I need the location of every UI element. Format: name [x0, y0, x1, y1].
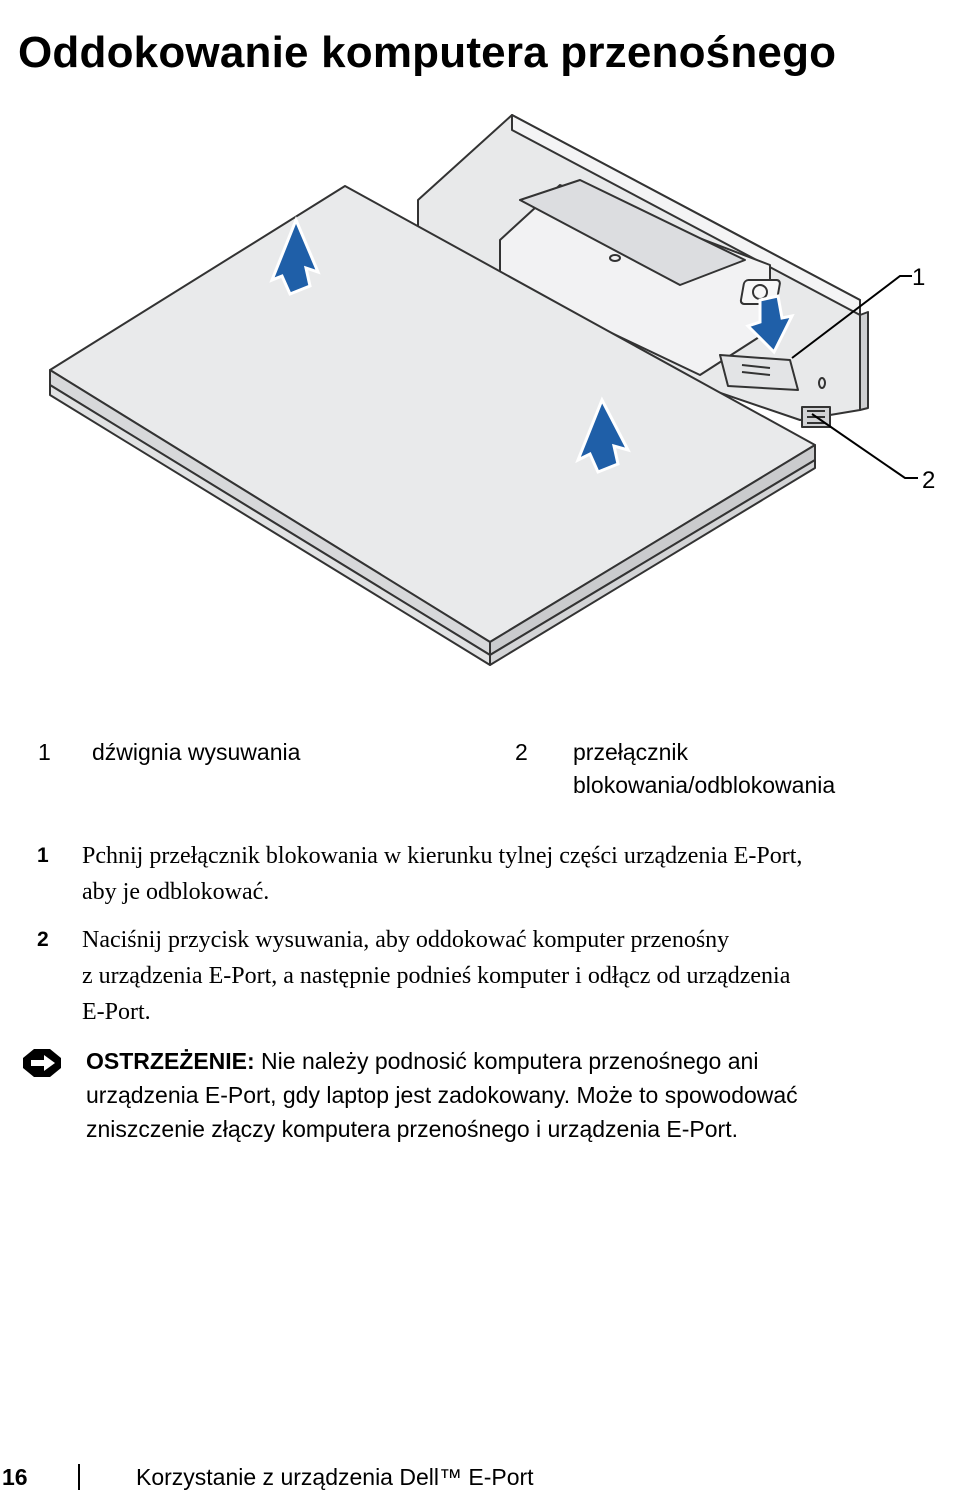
legend-number-2: 2: [515, 739, 528, 765]
callout-2: 2: [922, 467, 936, 494]
legend-label-lock-switch-line1: przełącznik: [573, 739, 689, 765]
warning-line: urządzenia E-Port, gdy laptop jest zadok…: [86, 1082, 798, 1108]
warning-line-1-text: Nie należy podnosić komputera przenośneg…: [254, 1048, 759, 1074]
callout-1: 1: [912, 264, 926, 291]
step-text-line: Pchnij przełącznik blokowania w kierunku…: [82, 843, 803, 869]
page-number: 16: [2, 1464, 28, 1490]
step-text: Pchnij przełącznik blokowania w kierunku…: [82, 838, 957, 910]
step-number: 1: [37, 844, 49, 867]
legend-label-eject-lever: dźwignia wysuwania: [92, 739, 301, 765]
step-text-line: aby je odblokować.: [82, 879, 270, 905]
lift-arrow-icon-right: [575, 396, 631, 474]
step-text-line: z urządzenia E-Port, a następnie podnieś…: [82, 963, 791, 989]
warning-stop-icon: [23, 1049, 61, 1077]
footer-separator: [78, 1464, 80, 1490]
figure-legend: 1 dźwignia wysuwania 2 przełącznik bloko…: [0, 736, 960, 806]
page-footer: 16 Korzystanie z urządzenia Dell™ E-Port: [0, 1460, 960, 1494]
press-arrow-icon: [745, 294, 795, 355]
eport-dock: [417, 114, 869, 428]
warning-text: OSTRZEŻENIE: Nie należy podnosić kompute…: [86, 1044, 946, 1146]
page-title: Oddokowanie komputera przenośnego: [18, 28, 837, 78]
warning-line: OSTRZEŻENIE: Nie należy podnosić kompute…: [86, 1044, 946, 1078]
warning-label: OSTRZEŻENIE:: [86, 1048, 255, 1074]
step-text-line: E-Port.: [82, 999, 151, 1025]
step-2: 2 Naciśnij przycisk wysuwania, aby oddok…: [0, 922, 960, 1030]
laptop-on-eport-drawing: [49, 114, 918, 666]
warning-line: zniszczenie złączy komputera przenośnego…: [86, 1116, 738, 1142]
step-text-line: Naciśnij przycisk wysuwania, aby oddokow…: [82, 927, 730, 953]
step-1: 1 Pchnij przełącznik blokowania w kierun…: [0, 838, 960, 910]
callout-leaders: [791, 275, 918, 479]
undocking-illustration: 1 2: [0, 90, 960, 690]
legend-number-1: 1: [38, 739, 51, 765]
laptop: [49, 185, 816, 666]
legend-label-lock-switch-line2: blokowania/odblokowania: [573, 772, 836, 798]
warning-notice: OSTRZEŻENIE: Nie należy podnosić kompute…: [0, 1044, 960, 1154]
step-number: 2: [37, 928, 49, 951]
step-text: Naciśnij przycisk wysuwania, aby oddokow…: [82, 922, 957, 1030]
lift-arrow-icon-left: [269, 216, 321, 296]
footer-section-title: Korzystanie z urządzenia Dell™ E-Port: [136, 1464, 534, 1490]
